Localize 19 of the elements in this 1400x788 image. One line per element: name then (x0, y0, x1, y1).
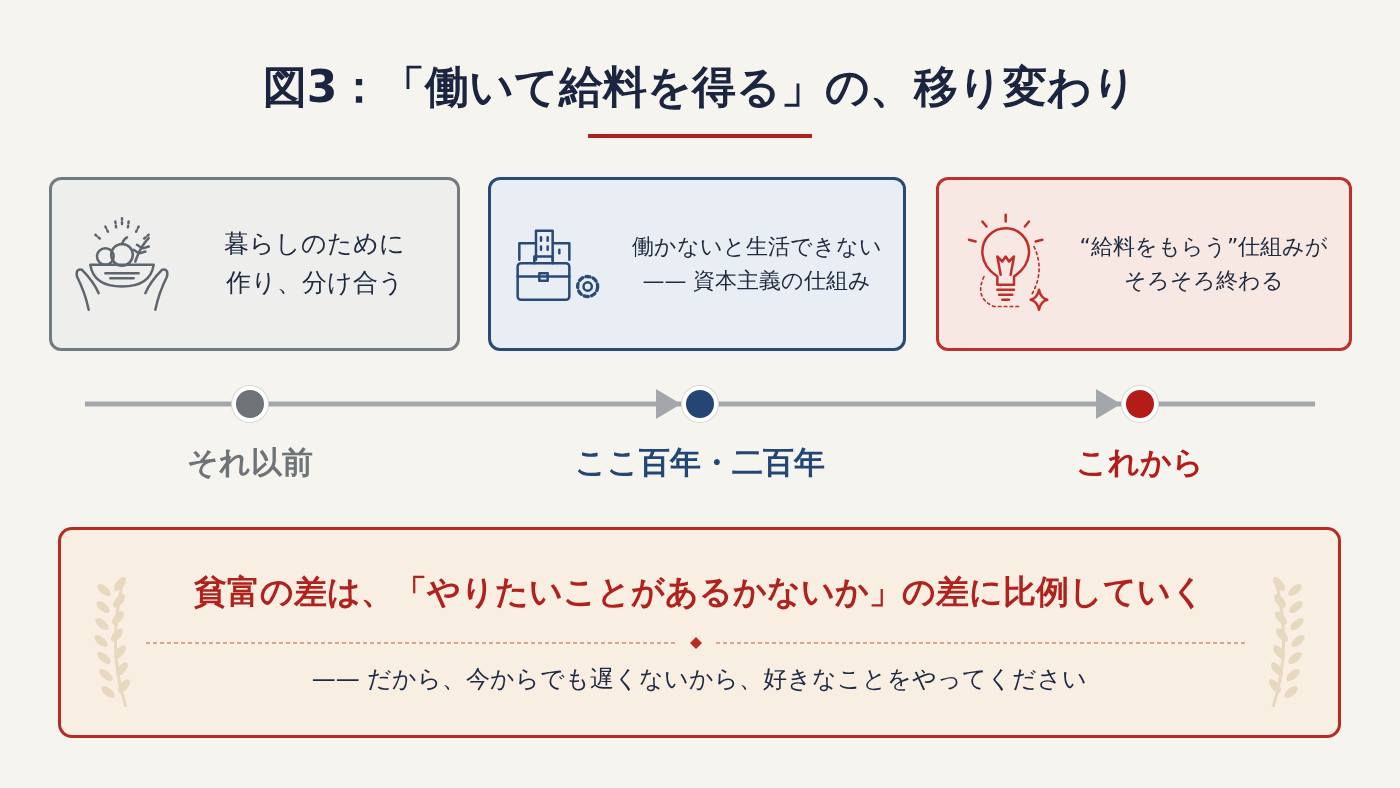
timeline-dot (1122, 386, 1158, 422)
era-card (49, 177, 460, 351)
era-card (936, 177, 1352, 351)
period-label: これから (1075, 443, 1205, 482)
era-card (488, 177, 906, 351)
subtext: —— だから、今からでも遅くないから、好きなことをやってください (311, 664, 1088, 695)
timeline-dot (232, 386, 268, 422)
card-text: 暮らしのために作り、分け合う (223, 228, 406, 299)
timeline-arrow (718, 389, 1121, 419)
timeline-arrow (268, 389, 681, 419)
headline: 貧富の差は、「やりたいことがあるかないか」の差に比例していく (194, 571, 1205, 613)
message-panel (58, 527, 1341, 738)
card-text: “給料をもらう”仕組みがそろそろ終わる (1078, 232, 1330, 295)
title: 図3：「働いて給料を得る」の、移り変わり (261, 60, 1139, 114)
timeline-dot (682, 386, 718, 422)
card-text: —— 資本主義の仕組み (642, 267, 872, 295)
period-label: それ以前 (186, 443, 314, 482)
period-label: ここ百年・二百年 (574, 443, 826, 482)
card-text: 働かないと生活できない (632, 232, 882, 261)
